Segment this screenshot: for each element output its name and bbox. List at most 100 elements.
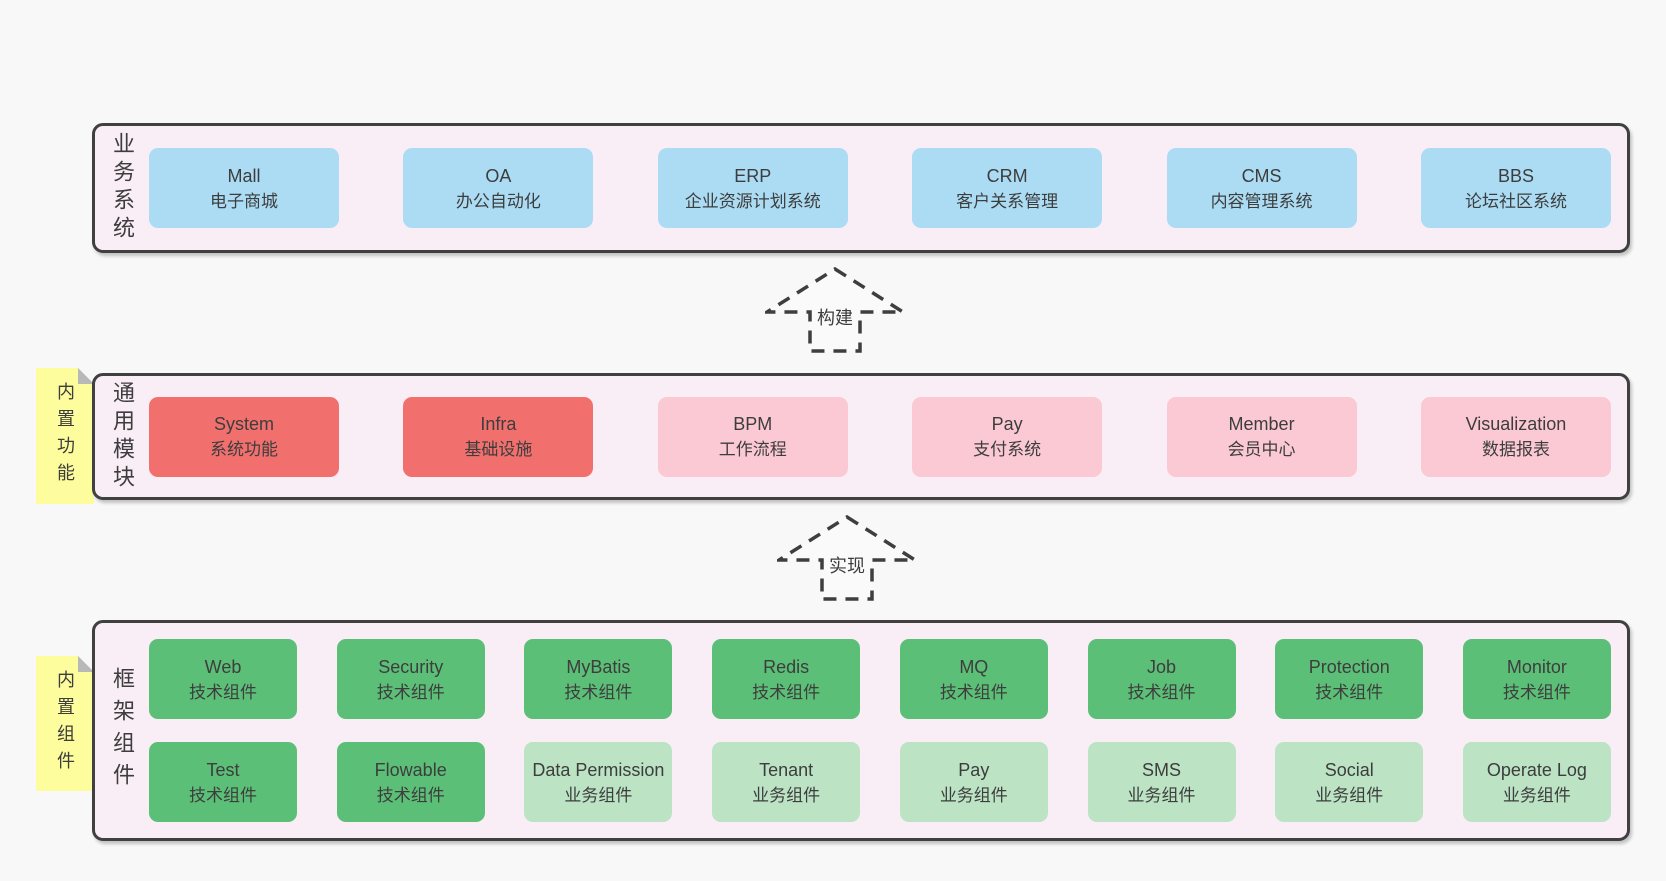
box-bpm: BPM 工作流程: [657, 396, 848, 477]
box-subtitle: 支付系统: [973, 440, 1042, 459]
box-job: Job 技术组件: [1087, 639, 1236, 719]
panel-common-modules: 通用模块 System 系统功能 Infra 基础设施 BPM 工作流程 Pay…: [92, 373, 1630, 500]
box-visualization: Visualization 数据报表: [1420, 396, 1611, 477]
box-subtitle: 基础设施: [464, 440, 533, 459]
box-test: Test 技术组件: [149, 742, 297, 822]
box-subtitle: 业务组件: [1127, 785, 1196, 805]
box-cms: CMS 内容管理系统: [1166, 148, 1357, 228]
panel-label-text: 业务系统: [110, 132, 135, 244]
box-mq: MQ 技术组件: [899, 639, 1048, 719]
box-security: Security 技术组件: [336, 639, 485, 719]
box-title: Protection: [1308, 656, 1390, 677]
box-subtitle: 技术组件: [564, 682, 633, 702]
panel-label-text: 通用模块: [110, 380, 135, 493]
box-subtitle: 技术组件: [376, 682, 445, 702]
box-subtitle: 会员中心: [1227, 440, 1296, 459]
box-social: Social 业务组件: [1275, 742, 1424, 822]
arrow-build-label: 构建: [815, 307, 855, 329]
panel-business-systems: 业务系统 Mall 电子商城 OA 办公自动化 ERP 企业资源计划系统 CRM…: [92, 123, 1630, 253]
box-title: Social: [1324, 759, 1374, 780]
box-subtitle: 业务组件: [752, 785, 821, 805]
box-title: Pay: [991, 414, 1023, 434]
box-title: Monitor: [1506, 656, 1567, 677]
box-title: Data Permission: [532, 759, 665, 780]
box-title: Web: [204, 656, 242, 677]
box-subtitle: 业务组件: [1315, 785, 1384, 805]
box-oa: OA 办公自动化: [403, 148, 594, 228]
box-title: Operate Log: [1486, 759, 1587, 780]
note-text: 内置组件: [55, 669, 75, 778]
box-subtitle: 业务组件: [939, 785, 1008, 805]
box-data-permission: Data Permission 业务组件: [524, 742, 673, 822]
box-subtitle: 内容管理系统: [1210, 191, 1313, 211]
box-title: SMS: [1142, 759, 1182, 780]
box-member: Member 会员中心: [1166, 396, 1357, 477]
panel-modules-side-label: 通用模块: [95, 376, 149, 497]
box-pay-biz: Pay 业务组件: [899, 742, 1048, 822]
box-subtitle: 技术组件: [939, 682, 1008, 702]
box-subtitle: 业务组件: [1502, 785, 1571, 805]
box-title: Tenant: [759, 759, 814, 780]
panel-label-text: 框架组件: [110, 666, 135, 795]
box-subtitle: 技术组件: [376, 785, 445, 805]
box-mall: Mall 电子商城: [149, 148, 339, 228]
box-title: Redis: [763, 656, 810, 677]
box-system: System 系统功能: [149, 396, 339, 477]
box-protection: Protection 技术组件: [1275, 639, 1424, 719]
box-subtitle: 工作流程: [718, 440, 787, 459]
box-subtitle: 技术组件: [189, 682, 257, 702]
box-title: OA: [485, 165, 512, 186]
box-sms: SMS 业务组件: [1087, 742, 1236, 822]
box-title: Infra: [480, 414, 517, 434]
box-title: CRM: [986, 165, 1028, 186]
box-title: Flowable: [374, 759, 447, 780]
box-subtitle: 论坛社区系统: [1464, 191, 1567, 211]
box-subtitle: 技术组件: [1315, 682, 1384, 702]
box-title: MQ: [959, 656, 989, 677]
box-monitor: Monitor 技术组件: [1462, 639, 1611, 719]
box-subtitle: 企业资源计划系统: [684, 191, 821, 211]
box-subtitle: 办公自动化: [455, 191, 541, 211]
box-pay: Pay 支付系统: [912, 396, 1103, 477]
box-title: Mall: [227, 165, 261, 186]
box-subtitle: 客户关系管理: [956, 191, 1059, 211]
box-title: Member: [1228, 414, 1295, 434]
box-web: Web 技术组件: [149, 639, 297, 719]
box-crm: CRM 客户关系管理: [912, 148, 1103, 228]
box-title: System: [213, 414, 274, 434]
box-subtitle: 技术组件: [752, 682, 821, 702]
box-subtitle: 技术组件: [189, 785, 257, 805]
box-flowable: Flowable 技术组件: [336, 742, 485, 822]
panel-framework-components: 框架组件 Web 技术组件 Security 技术组件 MyBatis 技术组件…: [92, 620, 1630, 841]
box-subtitle: 数据报表: [1481, 440, 1550, 459]
arrow-implement: 实现: [777, 515, 917, 601]
box-bbs: BBS 论坛社区系统: [1420, 148, 1611, 228]
box-title: BPM: [733, 414, 773, 434]
box-title: BBS: [1497, 165, 1534, 186]
panel-business-content: Mall 电子商城 OA 办公自动化 ERP 企业资源计划系统 CRM 客户关系…: [149, 126, 1627, 250]
box-title: Visualization: [1465, 414, 1567, 434]
box-infra: Infra 基础设施: [403, 396, 594, 477]
box-title: CMS: [1241, 165, 1282, 186]
arrow-implement-label: 实现: [827, 555, 867, 577]
box-subtitle: 业务组件: [564, 785, 633, 805]
box-erp: ERP 企业资源计划系统: [657, 148, 848, 228]
note-built-in-components: 内置组件: [36, 656, 94, 791]
box-subtitle: 电子商城: [210, 191, 278, 211]
box-title: Pay: [958, 759, 990, 780]
box-redis: Redis 技术组件: [712, 639, 861, 719]
box-title: Job: [1147, 656, 1177, 677]
box-title: Security: [378, 656, 444, 677]
box-subtitle: 技术组件: [1127, 682, 1196, 702]
box-title: MyBatis: [566, 656, 631, 677]
panel-modules-content: System 系统功能 Infra 基础设施 BPM 工作流程 Pay 支付系统…: [149, 376, 1627, 497]
box-title: ERP: [734, 165, 772, 186]
panel-components-side-label: 框架组件: [95, 623, 149, 838]
box-subtitle: 系统功能: [210, 440, 278, 459]
note-text: 内置功能: [55, 382, 75, 490]
box-mybatis: MyBatis 技术组件: [524, 639, 673, 719]
box-tenant: Tenant 业务组件: [712, 742, 861, 822]
box-subtitle: 技术组件: [1502, 682, 1571, 702]
box-operate-log: Operate Log 业务组件: [1462, 742, 1611, 822]
